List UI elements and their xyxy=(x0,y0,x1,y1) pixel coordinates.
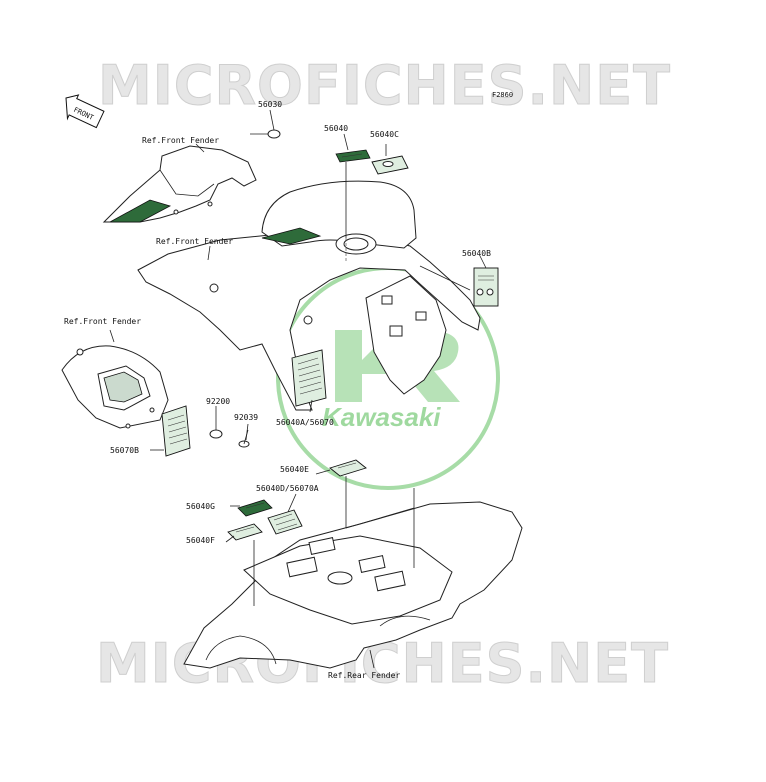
front-fender-main xyxy=(137,180,481,411)
decal-56040G xyxy=(237,499,273,517)
label-56040E: 56040E xyxy=(280,465,309,474)
ref-front-fender-left: Ref.Front Fender xyxy=(64,317,141,326)
figure-code: F2860 xyxy=(492,91,513,99)
washer-92200 xyxy=(209,429,223,439)
ref-rear-fender: Ref.Rear Fender xyxy=(328,671,400,680)
label-56070B: 56070B xyxy=(110,446,139,455)
decal-56040F xyxy=(227,523,263,541)
decal-56070B xyxy=(161,405,191,457)
label-92200: 92200 xyxy=(206,397,230,406)
decal-56040B xyxy=(473,267,499,307)
label-92039: 92039 xyxy=(234,413,258,422)
kawasaki-logo-text: Kawasaki xyxy=(322,402,441,432)
front-arrow-icon: FRONT xyxy=(65,94,105,129)
ref-front-fender-top: Ref.Front Fender xyxy=(142,136,219,145)
label-56040D-56070A: 56040D/56070A xyxy=(256,484,319,493)
rivet-92039 xyxy=(238,429,250,448)
decal-56040A-56070 xyxy=(291,349,327,407)
label-56040B: 56040B xyxy=(462,249,491,258)
label-56040A-56070: 56040A/56070 xyxy=(276,418,334,427)
washer-56030 xyxy=(267,129,281,139)
front-fender-small xyxy=(102,145,257,223)
rear-fender xyxy=(183,501,523,669)
watermark-top: MICROFICHES.NET xyxy=(98,54,671,117)
label-56040: 56040 xyxy=(324,124,348,133)
decal-56040E xyxy=(329,459,367,477)
leader-lines xyxy=(109,109,487,669)
decal-56040 xyxy=(335,149,371,163)
front-fender-left xyxy=(61,345,169,429)
decal-56040C xyxy=(371,155,409,175)
label-56030: 56030 xyxy=(258,100,282,109)
ref-front-fender-mid: Ref.Front Fender xyxy=(156,237,233,246)
decal-56040D-56070A xyxy=(267,509,303,535)
label-56040G: 56040G xyxy=(186,502,215,511)
label-56040F: 56040F xyxy=(186,536,215,545)
label-56040C: 56040C xyxy=(370,130,399,139)
